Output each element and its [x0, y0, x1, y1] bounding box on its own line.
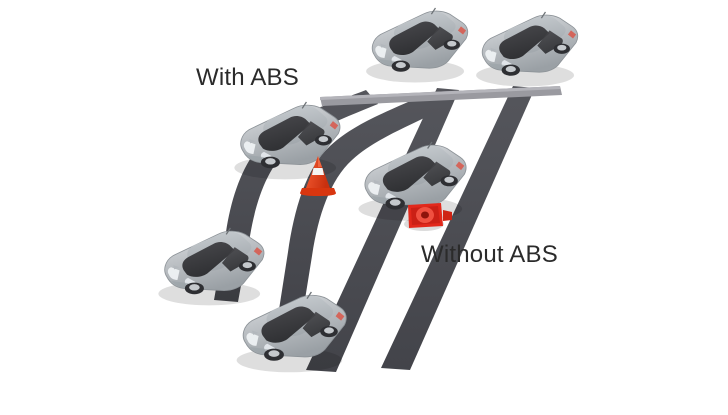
start-line: [320, 86, 562, 106]
car-start-with-abs: [365, 7, 469, 84]
traffic-cone-crushed-icon: [404, 203, 452, 231]
label-with-abs: With ABS: [196, 64, 299, 91]
car-stopped-without-abs: [235, 291, 347, 373]
car-start-without-abs: [475, 11, 579, 88]
car-stopped-with-abs: [157, 227, 265, 307]
track-without-abs-right: [381, 86, 535, 370]
label-without-abs: Without ABS: [421, 241, 558, 268]
car-braking-with-abs: [233, 101, 341, 181]
track-with-abs-right: [278, 92, 444, 318]
